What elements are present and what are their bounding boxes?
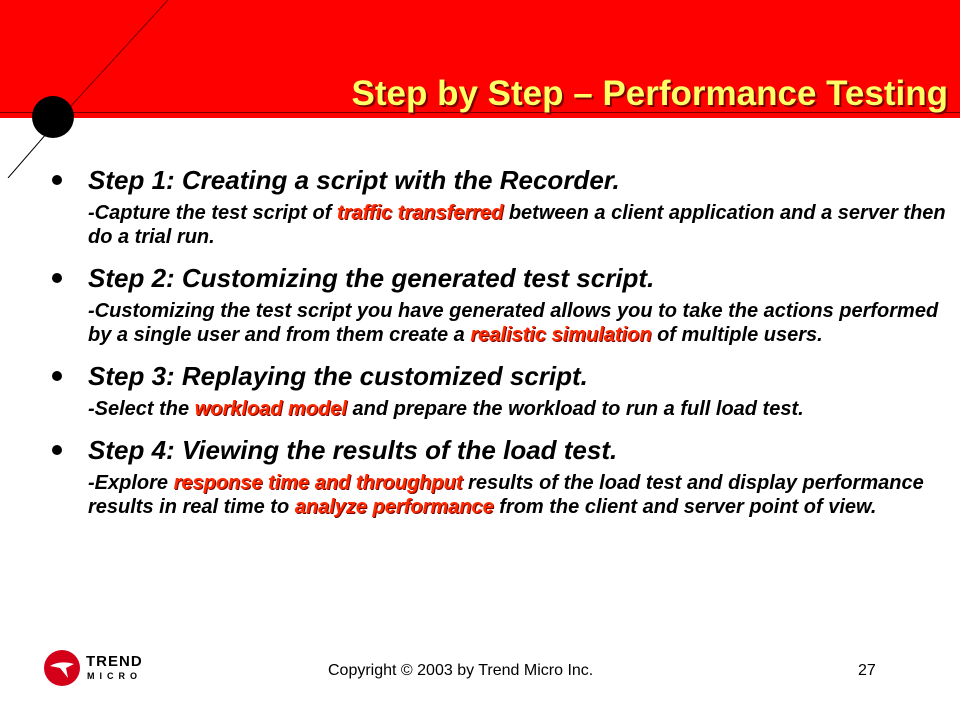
highlighted-term: analyze performance	[294, 496, 494, 518]
page-number: 27	[858, 662, 876, 679]
desc-text: from the client and server point of view…	[493, 496, 877, 518]
step-description: -Select the workload model and prepare t…	[88, 397, 950, 421]
step-2: Step 2: Customizing the generated test s…	[50, 261, 950, 347]
step-1: Step 1: Creating a script with the Recor…	[50, 163, 950, 249]
step-description: -Customizing the test script you have ge…	[88, 299, 950, 347]
header-divider	[0, 112, 960, 113]
desc-text: of multiple users.	[651, 324, 823, 346]
logo-trend-text: TREND	[86, 653, 143, 670]
logo-micro-text: MICRO	[87, 671, 142, 681]
step-3: Step 3: Replaying the customized script.…	[50, 359, 950, 421]
desc-text: -Customizing the test script you have ge…	[88, 300, 939, 346]
bullet-icon	[52, 273, 62, 283]
header-band: Step by Step – Performance Testing	[0, 0, 960, 118]
step-title: Step 1: Creating a script with the Recor…	[88, 165, 620, 195]
bullet-icon	[52, 445, 62, 455]
decorative-dot	[32, 96, 74, 138]
slide-content: Step 1: Creating a script with the Recor…	[50, 163, 950, 531]
desc-text: -Capture the test script of	[88, 202, 337, 224]
desc-text: -Select the	[88, 398, 195, 420]
header-diagonal-lines	[59, 0, 169, 118]
step-title: Step 4: Viewing the results of the load …	[88, 435, 618, 465]
bullet-icon	[52, 175, 62, 185]
slide-title: Step by Step – Performance Testing	[351, 74, 948, 113]
trend-micro-logo: TREND MICRO	[44, 650, 164, 690]
step-title: Step 3: Replaying the customized script.	[88, 361, 588, 391]
highlighted-term: response time and throughput	[173, 472, 463, 494]
highlighted-term: workload model	[194, 398, 347, 420]
desc-text: results of the load test and display per…	[88, 472, 924, 518]
desc-text: -Explore	[88, 472, 174, 494]
logo-swoosh-icon	[50, 662, 74, 678]
highlighted-term: traffic transferred	[336, 202, 504, 224]
desc-text: between a client application and a serve…	[88, 202, 946, 248]
highlighted-term: realistic simulation	[470, 324, 652, 346]
step-description: -Explore response time and throughput re…	[88, 471, 950, 519]
bullet-icon	[52, 371, 62, 381]
copyright-text: Copyright © 2003 by Trend Micro Inc.	[328, 662, 594, 679]
step-description: -Capture the test script of traffic tran…	[88, 201, 950, 249]
step-title: Step 2: Customizing the generated test s…	[88, 263, 655, 293]
desc-text: and prepare the workload to run a full l…	[346, 398, 804, 420]
logo-icon	[44, 650, 80, 686]
step-4: Step 4: Viewing the results of the load …	[50, 433, 950, 519]
